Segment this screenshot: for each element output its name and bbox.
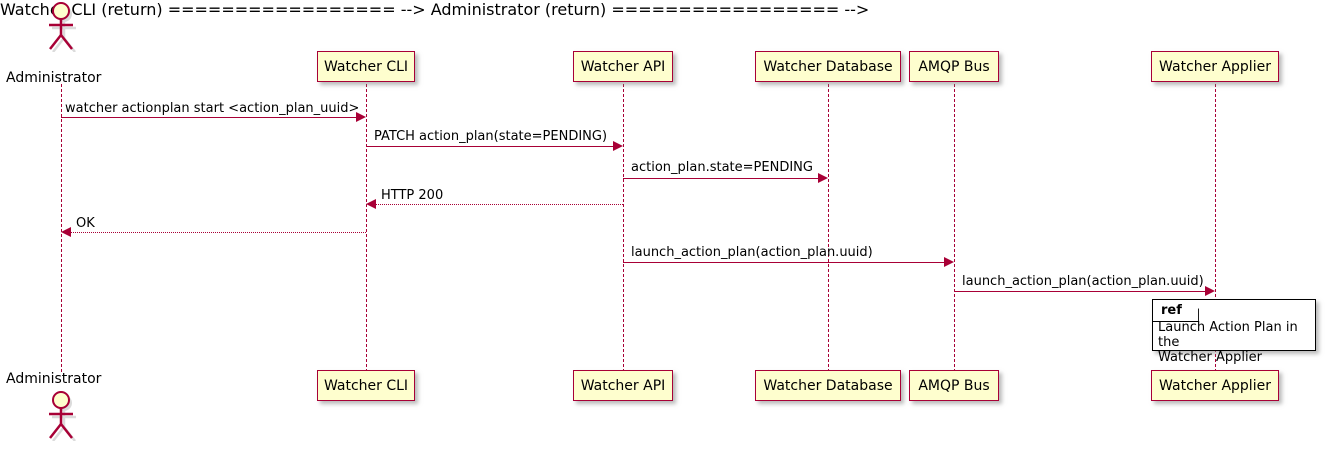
participant-watcher-applier-bottom[interactable]: Watcher Applier bbox=[1151, 370, 1279, 401]
participant-label: Watcher API bbox=[580, 58, 666, 75]
participant-watcher-api-bottom[interactable]: Watcher API bbox=[573, 370, 673, 401]
arrow-head-launch-action-plan-api-to-bus bbox=[944, 257, 954, 267]
lifeline-watcher-cli bbox=[366, 84, 367, 372]
message-label-action-plan-state-pending: action_plan.state=PENDING bbox=[631, 160, 813, 175]
arrow-head-watcher-actionplan-start bbox=[356, 112, 366, 122]
lifeline-watcher-api bbox=[623, 84, 624, 372]
actor-administrator-bottom bbox=[49, 391, 76, 441]
ref-fragment: ref bbox=[1152, 299, 1316, 351]
participant-label: Watcher Database bbox=[763, 58, 893, 75]
participant-watcher-database-bottom[interactable]: Watcher Database bbox=[755, 370, 901, 401]
participant-watcher-database-top[interactable]: Watcher Database bbox=[755, 51, 901, 82]
message-label-launch-action-plan-bus-to-applier: launch_action_plan(action_plan.uuid) bbox=[962, 274, 1204, 289]
message-line-ok bbox=[71, 232, 366, 233]
participant-amqp-bus-top[interactable]: AMQP Bus bbox=[909, 51, 999, 82]
participant-watcher-api-top[interactable]: Watcher API bbox=[573, 51, 673, 82]
participant-label: Watcher Applier bbox=[1159, 58, 1271, 75]
participant-label: Watcher Applier bbox=[1159, 377, 1271, 394]
participant-watcher-applier-top[interactable]: Watcher Applier bbox=[1151, 51, 1279, 82]
message-line-action-plan-state-pending bbox=[623, 178, 818, 179]
actor-label-administrator-top: Administrator bbox=[6, 70, 102, 86]
ref-fragment-body: Launch Action Plan in the Watcher Applie… bbox=[1158, 320, 1298, 365]
participant-label: AMQP Bus bbox=[918, 58, 990, 75]
arrow-head-launch-action-plan-bus-to-applier bbox=[1205, 286, 1215, 296]
participant-watcher-cli-bottom[interactable]: Watcher CLI bbox=[317, 370, 415, 401]
participant-label: Watcher CLI bbox=[323, 58, 409, 75]
message-line-patch-action-plan bbox=[366, 146, 613, 147]
ref-fragment-tab-label: ref bbox=[1153, 300, 1199, 322]
message-line-watcher-actionplan-start bbox=[61, 117, 356, 118]
message-label-http-200: HTTP 200 bbox=[381, 188, 444, 203]
message-line-http-200 bbox=[376, 204, 623, 205]
participant-label: AMQP Bus bbox=[918, 377, 990, 394]
message-label-patch-action-plan: PATCH action_plan(state=PENDING) bbox=[374, 129, 608, 144]
arrow-head-patch-action-plan bbox=[613, 141, 623, 151]
message-label-watcher-actionplan-start: watcher actionplan start <action_plan_uu… bbox=[65, 101, 360, 116]
participant-watcher-cli-top[interactable]: Watcher CLI bbox=[317, 51, 415, 82]
lifeline-watcher-database bbox=[828, 84, 829, 372]
participant-amqp-bus-bottom[interactable]: AMQP Bus bbox=[909, 370, 999, 401]
message-label-ok: OK bbox=[76, 216, 95, 231]
lifeline-amqp-bus bbox=[954, 84, 955, 372]
message-label-launch-action-plan-api-to-bus: launch_action_plan(action_plan.uuid) bbox=[631, 245, 873, 260]
message-line-launch-action-plan-api-to-bus bbox=[623, 262, 944, 263]
participant-label: Watcher API bbox=[580, 377, 666, 394]
arrow-head-ok bbox=[61, 227, 71, 237]
arrow-head-action-plan-state-pending bbox=[818, 173, 828, 183]
actor-label-administrator-bottom: Administrator bbox=[6, 371, 102, 387]
arrow-head-http-200 bbox=[366, 199, 376, 209]
lifeline-watcher-applier bbox=[1215, 84, 1216, 372]
participant-label: Watcher CLI bbox=[323, 377, 409, 394]
message-line-launch-action-plan-bus-to-applier bbox=[954, 291, 1205, 292]
participant-label: Watcher Database bbox=[763, 377, 893, 394]
actor-administrator-top bbox=[49, 2, 76, 52]
